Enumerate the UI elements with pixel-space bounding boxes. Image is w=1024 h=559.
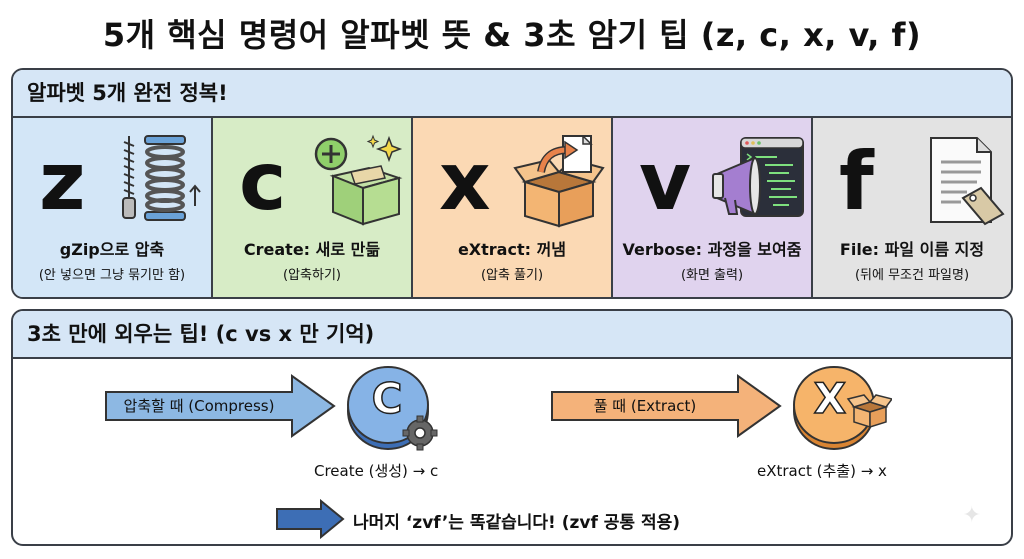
column-f-title: File: 파일 이름 지정: [839, 240, 985, 259]
column-c-title: Create: 새로 만듦: [243, 240, 381, 259]
column-v: v Verbose: 과정을 보여줌 (화면 출력): [613, 118, 813, 297]
column-z-title: gZip으로 압축: [59, 240, 165, 259]
alphabet-columns: z: [13, 118, 1011, 297]
sparkle-icon: ✦: [962, 503, 981, 528]
column-z-subtitle: (안 넣으면 그냥 묶기만 함): [38, 268, 186, 283]
tip-panel-header: 3초 만에 외우는 팁! (c vs x 만 기억): [13, 311, 1011, 359]
extract-coin: [793, 366, 892, 450]
column-c-subtitle: (압축하기): [283, 268, 341, 283]
extract-coin-letter: X: [813, 373, 847, 424]
extract-caption: eXtract (추출) → x: [757, 462, 887, 480]
column-v-title: Verbose: 과정을 보여줌: [622, 240, 802, 259]
zvf-note: 나머지 ‘zvf’는 똑같습니다! (zvf 공통 적용): [353, 513, 681, 533]
extract-arrow: [551, 374, 782, 438]
compress-arrow-label: 압축할 때 (Compress): [123, 397, 275, 415]
letter-x: x: [439, 135, 491, 228]
tip-panel: 3초 만에 외우는 팁! (c vs x 만 기억) 압축할 때 (Compre…: [11, 309, 1013, 546]
gear-icon: [402, 415, 438, 451]
column-x: x eXtract: 꺼냄 (압축 풀기): [413, 118, 613, 297]
alphabet-panel-header: 알파벳 5개 완전 정복!: [13, 70, 1011, 118]
open-box-file-icon: [513, 135, 605, 228]
compress-caption: Create (생성) → c: [314, 462, 439, 480]
column-c: c Create: 새로 만듦 (압축하기): [213, 118, 413, 297]
megaphone-terminal-icon: [712, 137, 804, 217]
column-x-subtitle: (압축 풀기): [480, 268, 544, 283]
open-box-icon: [846, 394, 892, 429]
column-f: f File: 파일 이름 지정 (뒤에 무조건 파일명): [813, 118, 1011, 297]
page-title: 5개 핵심 명령어 알파벳 뜻 & 3초 암기 팁 (z, c, x, v, f…: [102, 16, 922, 54]
extract-arrow-label: 풀 때 (Extract): [593, 397, 697, 415]
letter-f: f: [839, 135, 874, 228]
note-arrow: [276, 499, 345, 539]
column-x-title: eXtract: 꺼냄: [457, 240, 567, 259]
letter-c: c: [239, 135, 287, 228]
alphabet-panel: 알파벳 5개 완전 정복! z: [11, 68, 1013, 299]
compress-coin-letter: C: [371, 373, 403, 424]
compress-arrow: [105, 374, 336, 438]
column-v-subtitle: (화면 출력): [680, 268, 744, 283]
document-tag-icon: [930, 137, 1005, 226]
column-z: z: [13, 118, 213, 297]
letter-z: z: [39, 135, 86, 228]
box-plus-icon: [314, 134, 403, 226]
letter-v: v: [639, 135, 692, 228]
compress-coin: [347, 366, 438, 451]
spring-zipper-icon: [122, 135, 201, 221]
column-f-subtitle: (뒤에 무조건 파일명): [854, 268, 970, 283]
